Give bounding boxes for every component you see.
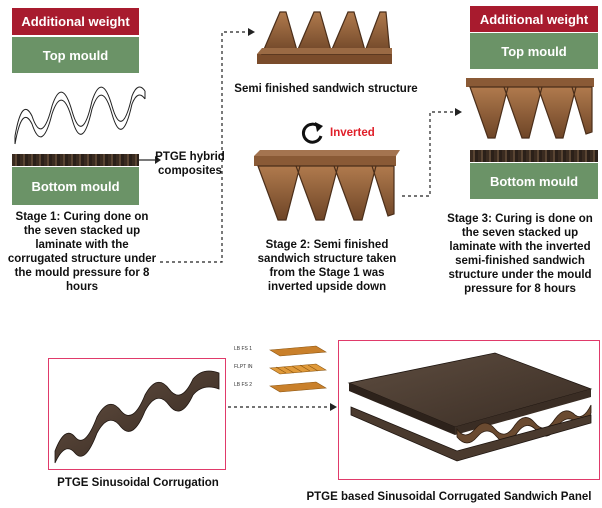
stage1-bottom-mould: Bottom mould: [12, 167, 139, 205]
connector-bottom: [228, 403, 337, 411]
corrugation-caption: PTGE Sinusoidal Corrugation: [57, 477, 219, 489]
stage3-caption-line: laminate with the inverted: [449, 241, 591, 253]
stage2-caption-line: inverted upside down: [267, 281, 387, 293]
stage2-caption-line: Stage 2: Semi finished: [265, 239, 389, 251]
stage1-caption-line: hours: [66, 281, 98, 293]
stage2-caption-line: sandwich structure taken: [257, 253, 397, 265]
stage2-caption-line: from the Stage 1 was: [269, 267, 385, 279]
stage1-caption-line: laminate with the: [35, 239, 129, 251]
stage3-caption-line: Stage 3: Curing is done on: [447, 213, 593, 225]
inverted-structure: [254, 150, 400, 221]
hybrid-arrow: [139, 156, 161, 164]
stage3-laminate: [470, 150, 598, 162]
layer-label-3: LB FS 2: [234, 382, 253, 388]
stage3-top-mould-label: Top mould: [501, 43, 567, 59]
stage1-caption-line: Stage 1: Curing done on: [15, 211, 149, 223]
stage1-caption-line: the seven stacked up: [23, 225, 141, 237]
stage3-caption: Stage 3: Curing is done on the seven sta…: [438, 212, 602, 296]
layer-label-1: LB FS 1: [234, 346, 253, 352]
stage1-top-mould-label: Top mould: [42, 47, 109, 63]
sandwich-panel-image: [347, 352, 593, 462]
hybrid-label: PTGE hybrid composites: [150, 150, 230, 178]
stage3-weight-box: Additional weight: [470, 6, 598, 32]
stage1-top-mould: Top mould: [12, 37, 139, 73]
stage1-caption-line: corrugated structure under: [7, 253, 157, 265]
stage1-weight-label: Additional weight: [21, 14, 130, 29]
stage2-caption: Stage 2: Semi finished sandwich structur…: [232, 238, 422, 294]
stage3-top-mould: Top mould: [470, 33, 598, 69]
stage3-bottom-mould: Bottom mould: [470, 163, 598, 199]
corrugation-frame: [48, 358, 226, 470]
layer-label-2: FLPT IN: [234, 364, 253, 370]
stage3-caption-line: semi-finished sandwich: [455, 255, 585, 267]
panel-frame: [338, 340, 600, 480]
rotate-icon: [301, 122, 323, 144]
stage3-weight-label: Additional weight: [479, 11, 589, 27]
inverted-label: Inverted: [330, 127, 375, 139]
stage1-bottom-mould-label: Bottom mould: [31, 178, 120, 194]
stage1-laminate: [12, 154, 139, 166]
layer-stack: [269, 345, 327, 393]
stage3-caption-line: structure under the mould: [448, 269, 592, 281]
semi-finished-caption: Semi finished sandwich structure: [234, 83, 418, 95]
stage1-caption: Stage 1: Curing done on the seven stacke…: [2, 210, 162, 294]
hybrid-label-line: composites: [158, 165, 222, 177]
corrugation-image: [54, 370, 220, 464]
hybrid-label-line: PTGE hybrid: [155, 151, 225, 163]
stage3-caption-line: the seven stacked up: [461, 227, 579, 239]
stage1-caption-line: the mould pressure for 8: [14, 267, 150, 279]
stage3-structure: [466, 78, 594, 139]
stage3-caption-line: pressure for 8 hours: [464, 283, 576, 295]
stage1-weight-box: Additional weight: [12, 8, 139, 35]
semi-finished-structure: [257, 11, 392, 64]
stage1-corrugated-sheets: [14, 86, 146, 145]
stage3-bottom-mould-label: Bottom mould: [489, 173, 579, 189]
panel-caption: PTGE based Sinusoidal Corrugated Sandwic…: [306, 491, 592, 503]
